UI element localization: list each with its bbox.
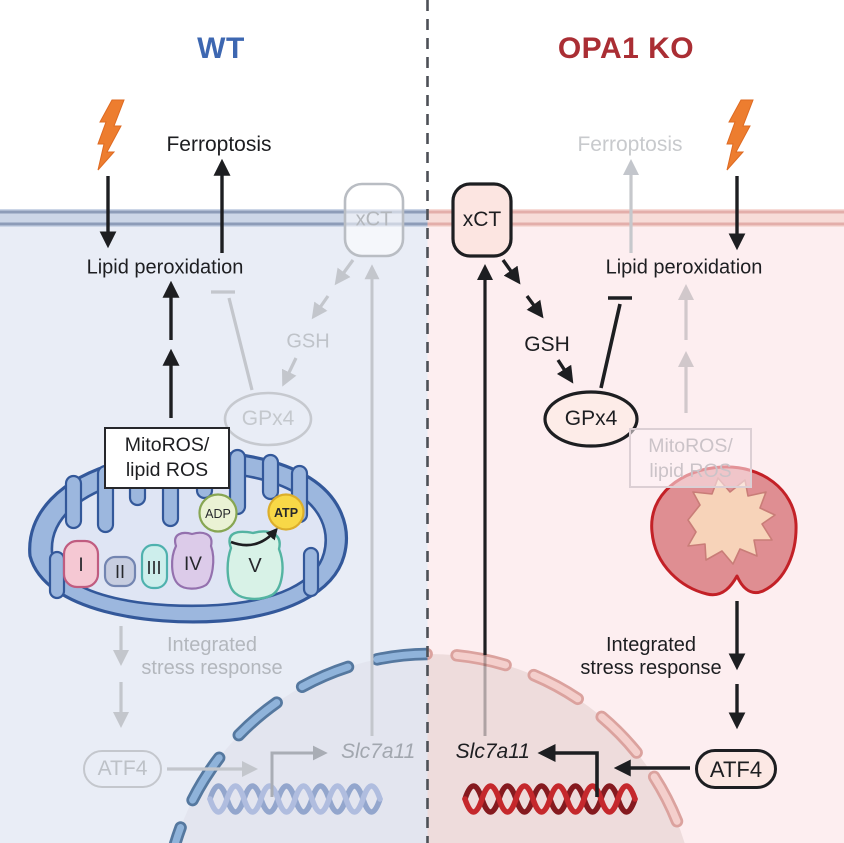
adp-to-atp-arrow xyxy=(230,527,278,547)
wt-xct-label: xCT xyxy=(355,208,393,231)
wt-gpx4-ellipse xyxy=(223,391,313,447)
ko-mitoros-box: MitoROS/ lipid ROS xyxy=(629,428,752,488)
wt-atf4-box: ATF4 xyxy=(83,750,162,788)
complex-IV-label: IV xyxy=(184,554,202,575)
adp-label: ADP xyxy=(205,507,231,521)
complex-II-label: II xyxy=(115,562,125,582)
wt-xct-to-gsh-arrow-1 xyxy=(334,259,355,286)
ko-gsh-label: GSH xyxy=(524,332,570,356)
ko-atf4-label: ATF4 xyxy=(709,757,763,782)
wt-gsh-to-gpx4-arrow xyxy=(281,357,298,387)
wt-gpx4-inhibition-tbar xyxy=(211,290,254,391)
wt-atf4-label: ATF4 xyxy=(97,757,148,780)
complex-V-label: V xyxy=(248,555,262,577)
ko-mitoros-line2: lipid ROS xyxy=(649,460,732,482)
wt-mitoros-line2: lipid ROS xyxy=(125,459,209,481)
wt-title: WT xyxy=(197,31,245,65)
complex-III: III xyxy=(140,543,169,590)
ko-dna-helix xyxy=(462,783,638,815)
atp-label: ATP xyxy=(274,506,298,520)
ko-ferroptosis-label: Ferroptosis xyxy=(577,132,683,156)
wt-mitochondrion: I II III IV V ADP ATP xyxy=(28,448,349,624)
ko-xct-transporter xyxy=(451,182,513,258)
complex-III-label: III xyxy=(146,558,161,578)
wt-promoter-arrow xyxy=(270,745,328,797)
wt-slc7a11-label: Slc7a11 xyxy=(341,739,416,763)
wt-dna-helix xyxy=(207,783,383,815)
wt-gsh-label: GSH xyxy=(286,330,330,353)
wt-xct-transporter xyxy=(343,182,405,258)
ko-lipid-peroxidation-label: Lipid peroxidation xyxy=(605,256,763,279)
ko-title: OPA1 KO xyxy=(557,31,695,65)
ko-xct-to-gsh-arrow-1 xyxy=(501,259,521,285)
ko-mitoros-line1: MitoROS/ xyxy=(648,435,733,457)
wt-lipid-peroxidation-label: Lipid peroxidation xyxy=(86,256,244,279)
wt-isr-label: Integrated stress response xyxy=(141,634,283,679)
atp-circle: ATP xyxy=(267,493,305,531)
ko-xct-label: xCT xyxy=(462,207,502,231)
wt-mitoros-line1: MitoROS/ xyxy=(124,434,210,456)
ko-slc7a11-label: Slc7a11 xyxy=(455,739,530,763)
complex-V: V xyxy=(226,530,284,601)
wt-mitoros-box: MitoROS/ lipid ROS xyxy=(104,427,230,489)
ko-xct-to-gsh-arrow-2 xyxy=(525,294,544,319)
complex-IV: IV xyxy=(171,531,215,590)
ko-gpx4-label: GPx4 xyxy=(564,406,618,430)
complex-I: I xyxy=(62,539,100,589)
ko-bolt-icon xyxy=(726,99,754,171)
ko-isr-label: Integrated stress response xyxy=(580,634,722,679)
complex-II: II xyxy=(103,555,137,588)
wt-bolt-icon xyxy=(97,99,125,171)
ko-atf4-box: ATF4 xyxy=(695,749,777,789)
wt-ferroptosis-label: Ferroptosis xyxy=(166,132,272,156)
ko-promoter-arrow xyxy=(537,744,599,797)
wt-gpx4-label: GPx4 xyxy=(241,406,295,430)
wt-xct-to-gsh-arrow-2 xyxy=(311,295,330,320)
ko-gpx4-ellipse xyxy=(543,390,639,448)
ko-gpx4-inhibition-tbar xyxy=(599,296,632,389)
complex-I-label: I xyxy=(78,555,83,576)
adp-circle: ADP xyxy=(198,493,238,533)
ko-gsh-to-gpx4-arrow xyxy=(556,359,574,384)
